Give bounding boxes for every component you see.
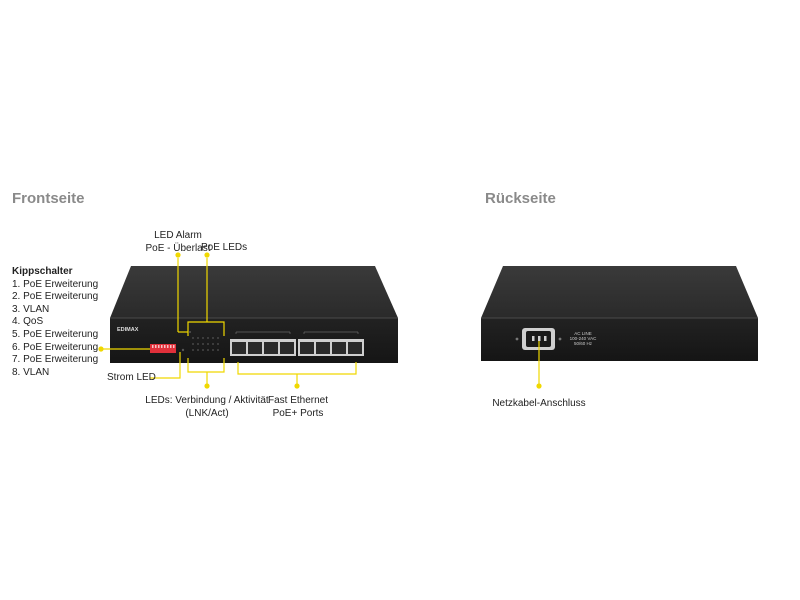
voltage-label: 100-240 VAC [570,336,597,341]
dip-switch-item: 6. PoE Erweiterung [12,341,99,353]
led-alarm-label: LED Alarm PoE - Überlast [145,230,211,254]
front-heading: Frontseite [12,190,85,207]
frequency-label: 50/60 Hz [574,341,593,346]
dip-switch-item: 4. QoS [12,316,44,328]
power-led [181,348,185,352]
callout-dot-dip-switch [98,346,104,352]
callout-dot-led-alarm [175,252,181,258]
back-device-top [481,266,758,318]
fast-ethernet-label: Fast Ethernet PoE+ Ports [267,395,329,419]
poe-leds-label: PoE LEDs [201,242,248,253]
callout-dot-link-leds [204,383,210,389]
dip-switch-item: 2. PoE Erweiterung [12,291,99,303]
alarm-led [189,331,191,333]
dip-switch-list: Kippschalter 1. PoE Erweiterung 2. PoE E… [12,266,98,379]
power-connector-label: Netzkabel-Anschluss [492,398,586,409]
front-device-top [110,266,398,318]
callout-dot-poe-leds [204,252,210,258]
dip-switch [150,344,176,353]
ethernet-ports [230,339,364,356]
front-device: EDIMAX [110,266,398,363]
back-heading: Rückseite [485,190,556,207]
dip-switch-item: 3. VLAN [12,303,50,315]
callout-dot-power-connector [536,383,542,389]
callout-dot-ports [294,383,300,389]
front-callouts [103,258,357,386]
dip-switch-item: 5. PoE Erweiterung [12,328,99,340]
power-led-label: Strom LED [107,372,156,383]
dip-switch-item: 1. PoE Erweiterung [12,278,99,290]
brand-logo-text: EDIMAX [117,327,139,333]
dip-switch-item: 8. VLAN [12,366,50,378]
ac-line-label: AC LINE [574,331,592,336]
back-device: AC LINE 100-240 VAC 50/60 Hz [481,266,758,361]
dip-switch-item: 7. PoE Erweiterung [12,354,99,366]
dip-switch-title: Kippschalter [12,266,73,277]
link-leds-label: LEDs: Verbindung / Aktivität (LNK/Act) [145,395,269,419]
